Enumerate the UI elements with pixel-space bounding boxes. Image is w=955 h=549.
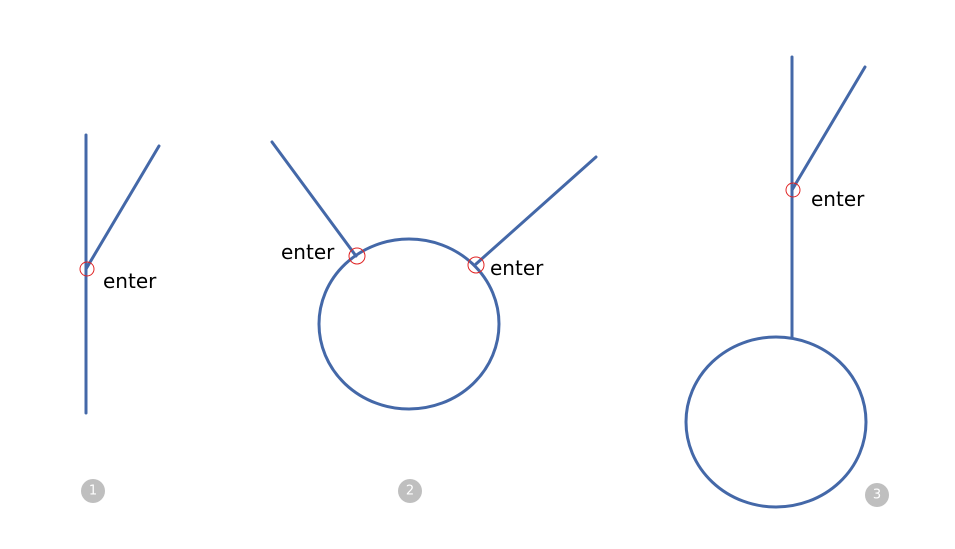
- panel-3-badge-number: 3: [873, 488, 881, 503]
- panel-1: enter 1: [79, 133, 161, 503]
- panel-1-enter-label: enter: [103, 269, 157, 293]
- panel-3-circle-node: [684, 335, 868, 509]
- panel-2-left-enter-marker: [348, 247, 366, 265]
- panel-2-right-line: [474, 155, 598, 266]
- panel-2-badge: [398, 479, 422, 503]
- panel-1-badge: [81, 479, 105, 503]
- panel-1-branch-line: [84, 144, 161, 271]
- panel-3-branch-line: [790, 65, 867, 192]
- panel-1-badge-number: 1: [89, 484, 97, 499]
- panel-1-enter-marker: [79, 261, 95, 277]
- panel-2-badge-number: 2: [406, 484, 414, 499]
- panel-2-right-enter-marker: [467, 256, 485, 274]
- panel-2-left-enter-label: enter: [281, 240, 335, 264]
- panel-2-right-enter-label: enter: [490, 256, 544, 280]
- panel-2-left-line: [270, 140, 358, 258]
- panel-3-enter-label: enter: [811, 187, 865, 211]
- panel-2: enter enter 2: [270, 140, 598, 503]
- panel-3: enter 3: [684, 55, 889, 509]
- panel-3-enter-marker: [785, 182, 801, 198]
- panel-3-badge: [865, 483, 889, 507]
- panel-2-circle-node: [317, 237, 501, 411]
